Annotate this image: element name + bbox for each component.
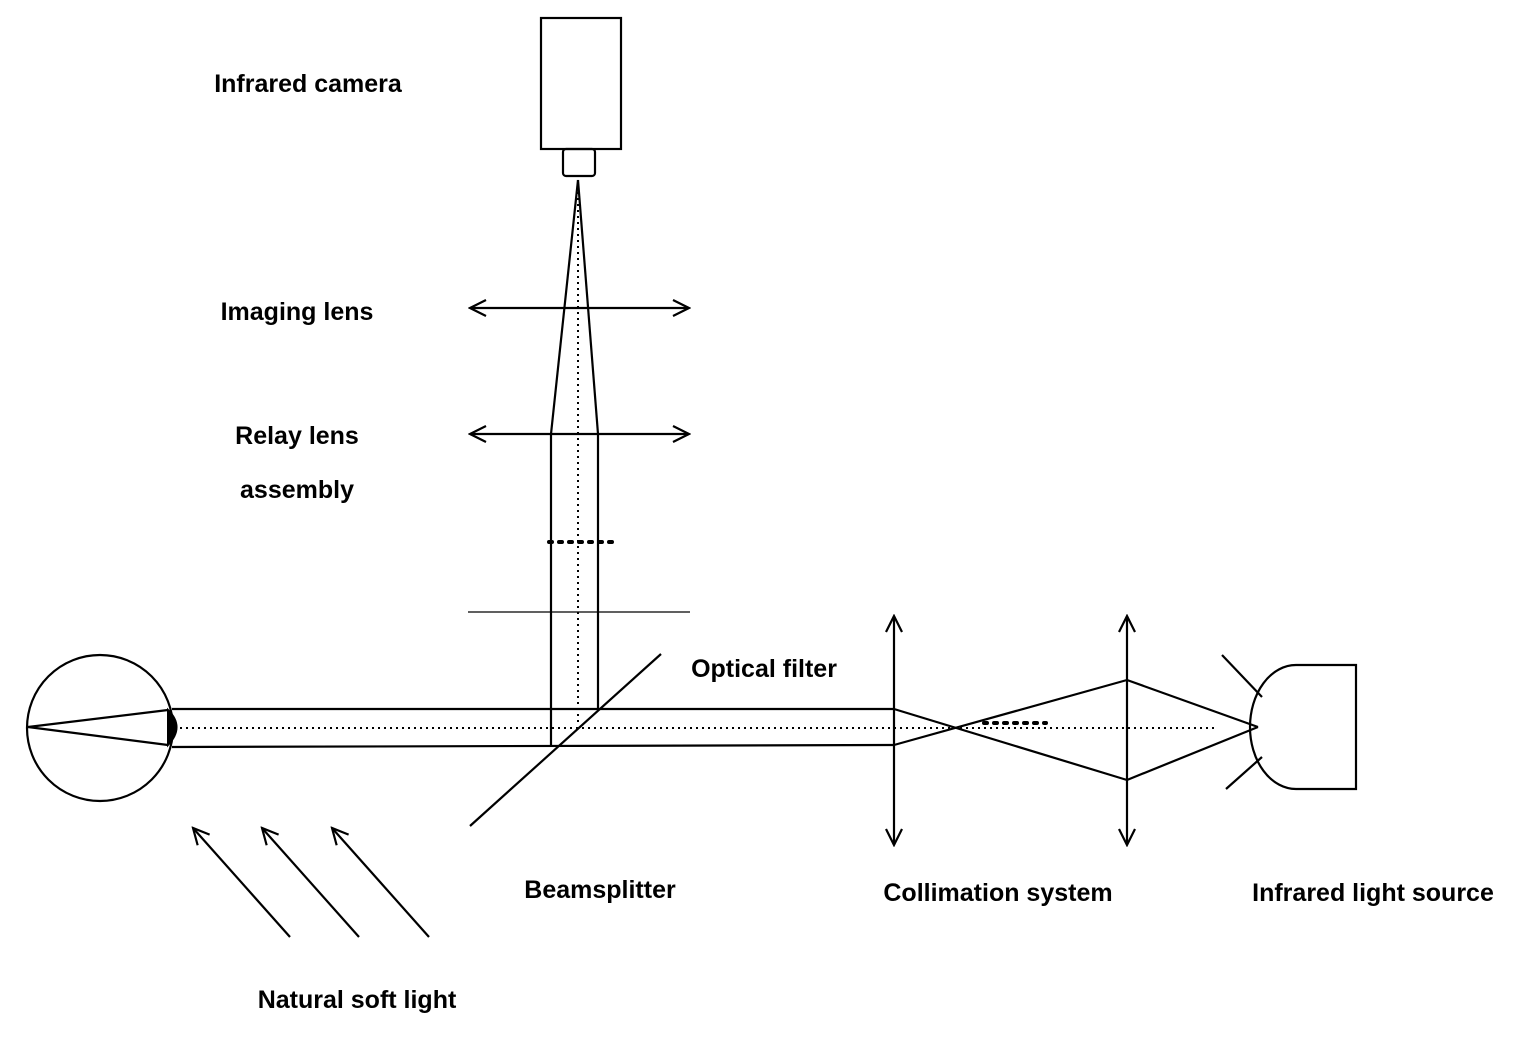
eye	[25, 653, 178, 803]
infrared-light-source	[1221, 654, 1358, 791]
beamsplitter-label: Beamsplitter	[524, 876, 676, 904]
relay-lens-label-line2: assembly	[240, 476, 354, 504]
infrared-light-source-label: Infrared light source	[1252, 879, 1494, 907]
relay-lens-label-line1: Relay lens	[235, 422, 359, 450]
collimation-system-label: Collimation system	[883, 879, 1112, 907]
infrared-camera	[539, 16, 623, 178]
beamsplitter	[469, 653, 662, 827]
horizontal-beam	[171, 707, 1215, 749]
imaging-lens-label: Imaging lens	[221, 298, 374, 326]
imaging-beam	[549, 179, 600, 747]
optical-filter-label: Optical filter	[691, 655, 837, 683]
relay-lens	[470, 434, 689, 544]
natural-soft-light-arrows	[193, 828, 430, 938]
natural-soft-light-label: Natural soft light	[258, 986, 457, 1014]
infrared-camera-label: Infrared camera	[214, 70, 403, 98]
collimation-system	[894, 616, 1259, 845]
